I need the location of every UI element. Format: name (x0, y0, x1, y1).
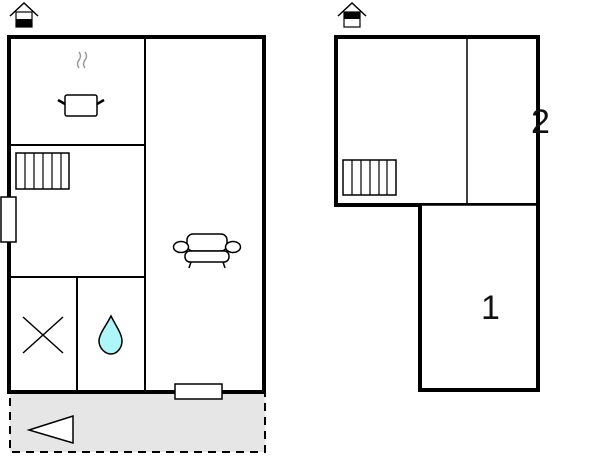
cooking-pot-icon (57, 51, 105, 117)
floor-upper-icon (337, 1, 367, 28)
room-label-bedroom-1: 1 (481, 289, 500, 327)
ground-floor-plan (0, 1, 266, 453)
terrace (9, 391, 266, 453)
door-terrace (174, 383, 223, 400)
upper-floor-lower-walls (418, 205, 540, 392)
ground-floor-outer-walls (7, 35, 266, 394)
stairs-icon (15, 152, 70, 190)
direction-triangle-icon (26, 414, 74, 445)
room-label-bedroom-2: 2 (531, 103, 550, 141)
toilet-cross-icon (22, 316, 64, 354)
water-drop-icon (98, 314, 123, 355)
upper-floor-plan (334, 1, 540, 392)
sofa-icon (172, 233, 242, 269)
window-left-wall (0, 196, 17, 243)
floor-ground-icon (9, 1, 39, 28)
stairs-icon (342, 159, 397, 196)
